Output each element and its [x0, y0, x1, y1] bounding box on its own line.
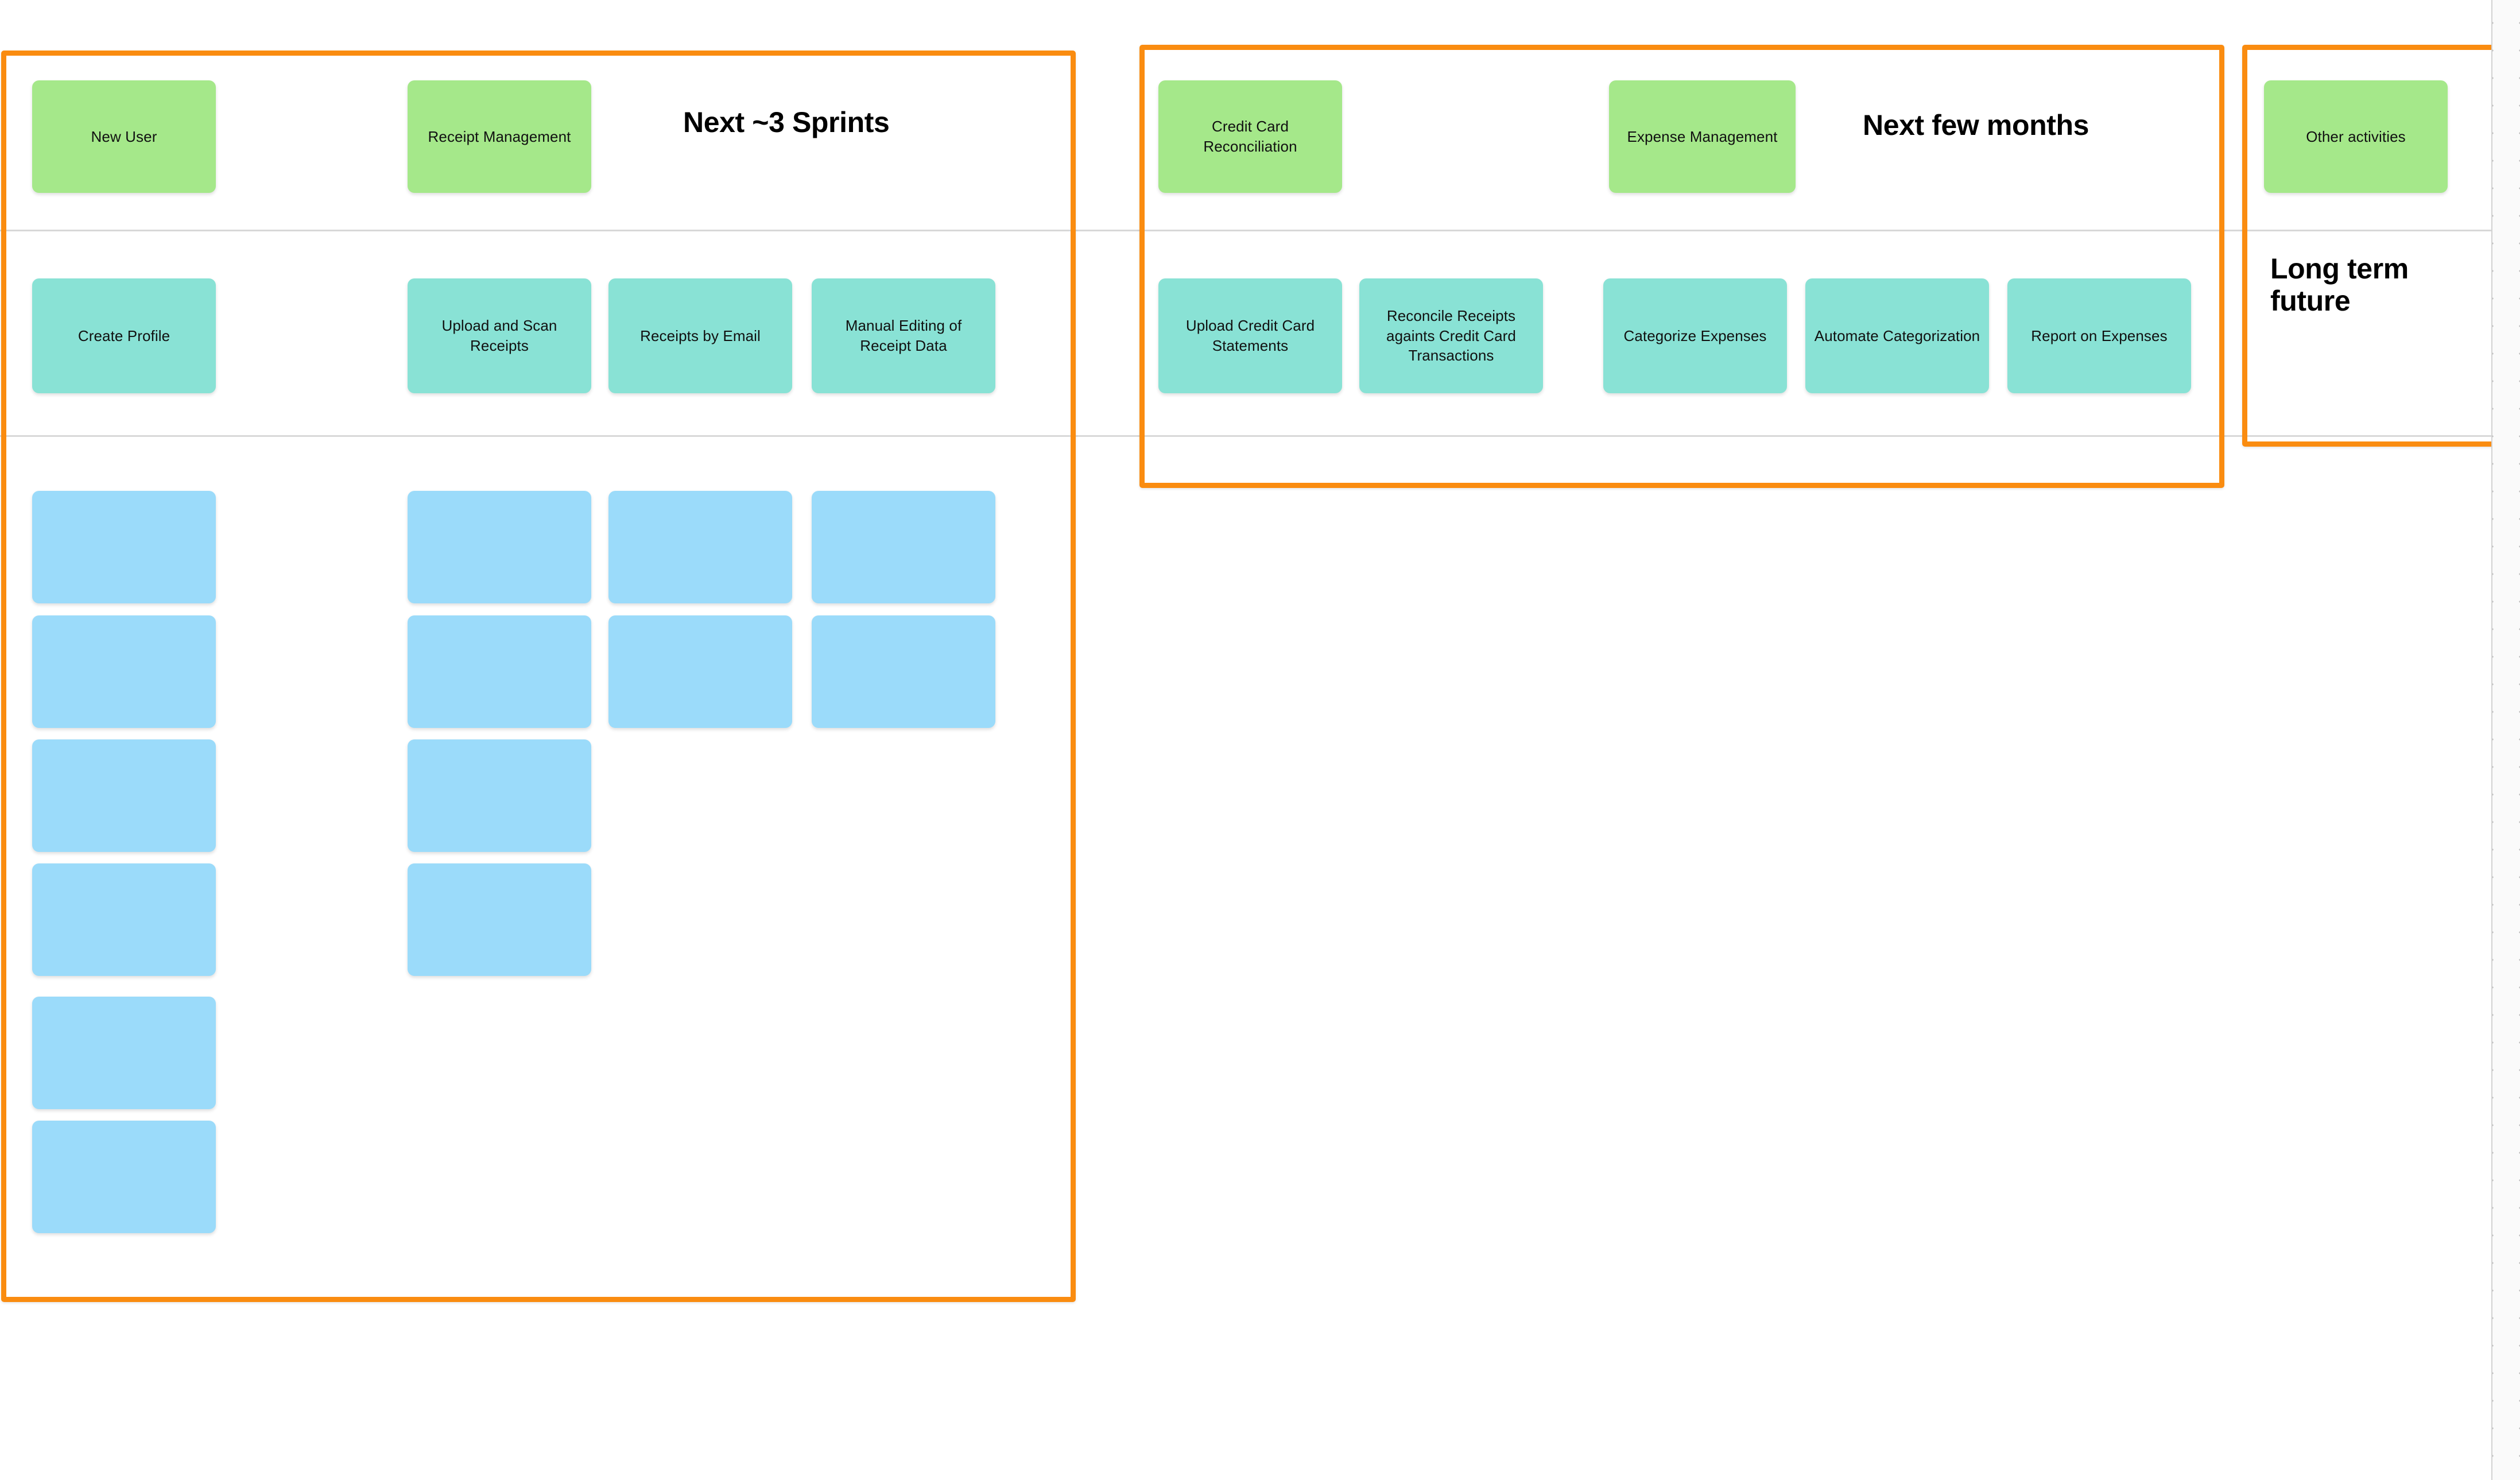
next-3-sprints-frame[interactable]: [1, 51, 1076, 1302]
placeholder-card-9[interactable]: [32, 739, 216, 852]
placeholder-card-2[interactable]: [408, 491, 591, 603]
placeholder-card-10[interactable]: [408, 739, 591, 852]
placeholder-card-11[interactable]: [32, 863, 216, 976]
lane-title-1[interactable]: Next ~3 Sprints: [683, 106, 890, 138]
lane-title-2[interactable]: Next few months: [1863, 109, 2089, 141]
story-card-6[interactable]: Reconcile Receipts againts Credit Card T…: [1359, 278, 1543, 393]
story-card-2[interactable]: Upload and Scan Receipts: [408, 278, 591, 393]
story-card-7[interactable]: Categorize Expenses: [1603, 278, 1787, 393]
lane-divider-2: [0, 435, 2491, 437]
story-card-1[interactable]: Create Profile: [32, 278, 216, 393]
placeholder-card-1[interactable]: [32, 491, 216, 603]
lane-divider-1: [0, 230, 2491, 231]
placeholder-card-3[interactable]: [608, 491, 792, 603]
story-card-3[interactable]: Receipts by Email: [608, 278, 792, 393]
epic-card-4[interactable]: Expense Management: [1609, 80, 1796, 193]
story-card-5[interactable]: Upload Credit Card Statements: [1158, 278, 1342, 393]
story-card-9[interactable]: Report on Expenses: [2007, 278, 2191, 393]
epic-card-2[interactable]: Receipt Management: [408, 80, 591, 193]
epic-card-1[interactable]: New User: [32, 80, 216, 193]
dot-grid-canvas[interactable]: [2491, 0, 2520, 1480]
placeholder-card-5[interactable]: [32, 615, 216, 728]
placeholder-card-6[interactable]: [408, 615, 591, 728]
next-few-months-frame[interactable]: [1139, 45, 2224, 488]
placeholder-card-7[interactable]: [608, 615, 792, 728]
placeholder-card-8[interactable]: [812, 615, 995, 728]
epic-card-3[interactable]: Credit Card Reconciliation: [1158, 80, 1342, 193]
placeholder-card-4[interactable]: [812, 491, 995, 603]
placeholder-card-12[interactable]: [408, 863, 591, 976]
story-card-8[interactable]: Automate Categorization: [1805, 278, 1989, 393]
placeholder-card-13[interactable]: [32, 997, 216, 1109]
story-card-4[interactable]: Manual Editing of Receipt Data: [812, 278, 995, 393]
epic-card-5[interactable]: Other activities: [2264, 80, 2448, 193]
lane-title-3[interactable]: Long term future: [2270, 253, 2409, 317]
placeholder-card-14[interactable]: [32, 1121, 216, 1233]
